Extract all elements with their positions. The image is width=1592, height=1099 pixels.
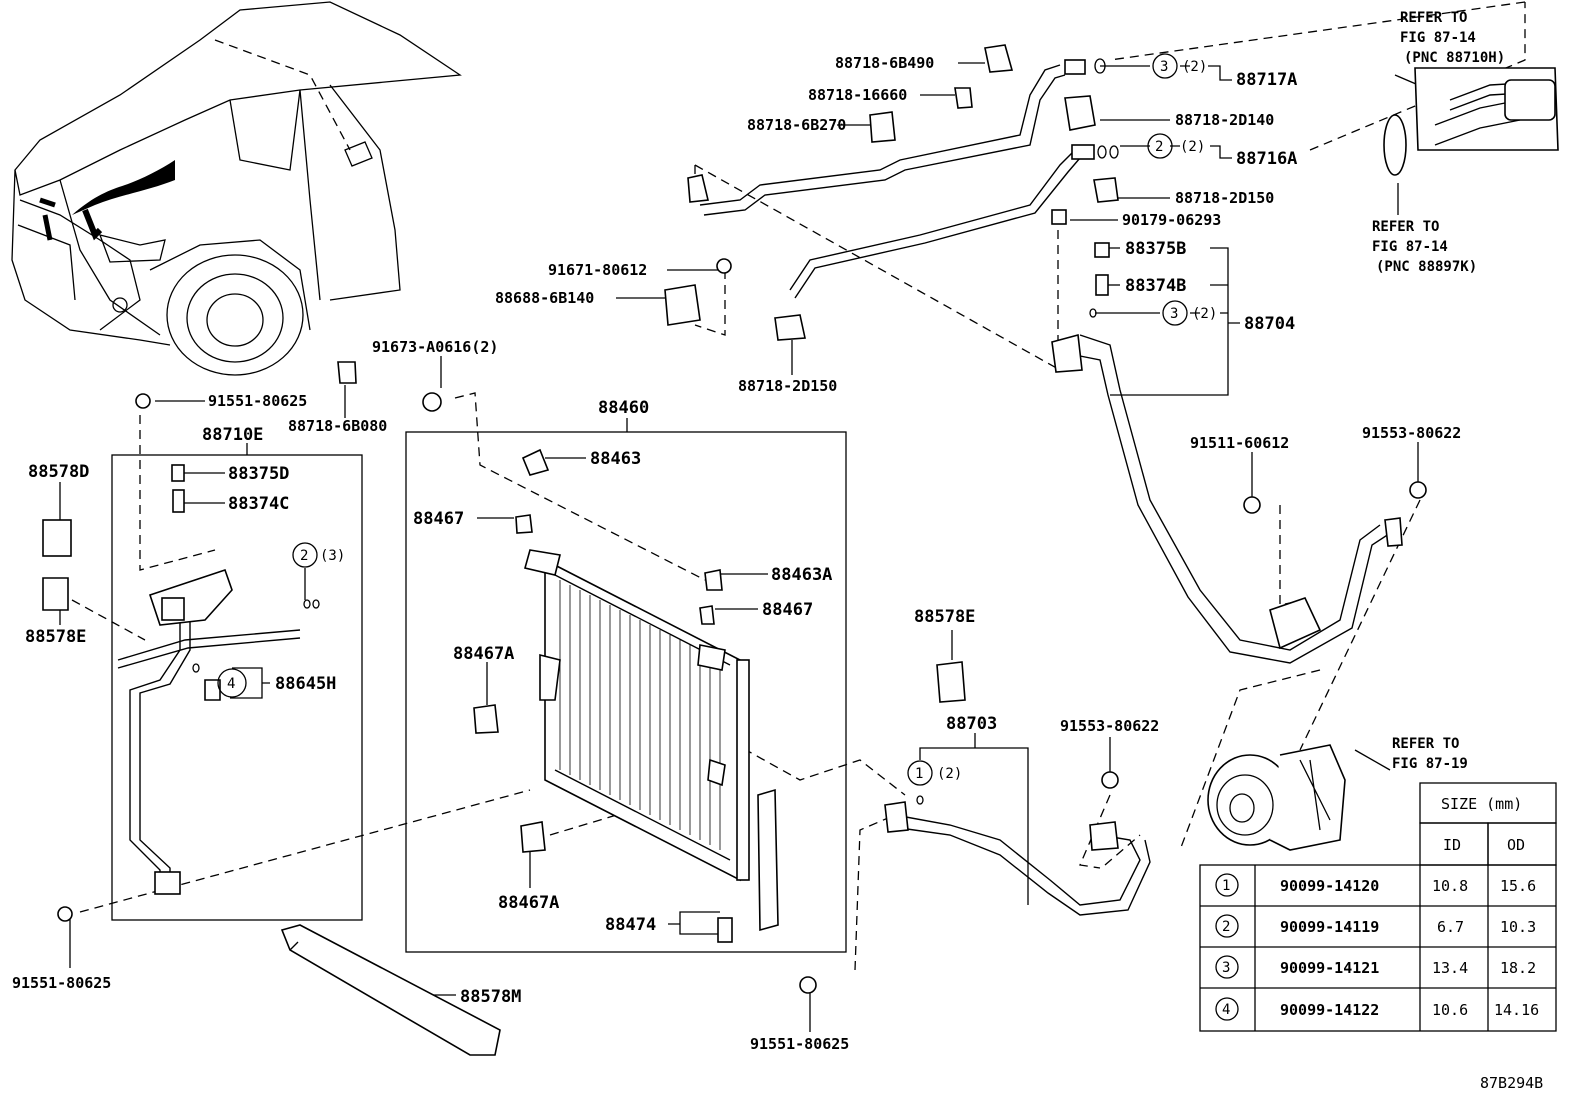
part-label: 88467: [762, 600, 813, 620]
part-label: 88375B: [1125, 239, 1186, 259]
diagram-code: 87B294B: [1480, 1074, 1543, 1092]
part-label: 88718-2D140: [1175, 111, 1274, 129]
part-label: 88718-6B490: [835, 54, 934, 72]
table-row-part-no: 90099-14121: [1280, 959, 1379, 977]
part-label: 91551-80625: [750, 1035, 849, 1053]
part-label: 88374C: [228, 494, 289, 514]
circle-ref-qty: (2): [937, 766, 962, 782]
table-row-ref: 3: [1222, 960, 1230, 976]
circle-ref-qty: (3): [320, 548, 345, 564]
table-row-od: 15.6: [1500, 877, 1536, 895]
part-label: 91553-80622: [1362, 424, 1461, 442]
part-label: 88474: [605, 915, 656, 935]
part-label: 88688-6B140: [495, 289, 594, 307]
table-row-od: 14.16: [1494, 1001, 1539, 1019]
part-label: 91673-A0616(2): [372, 338, 498, 356]
part-label: 88578D: [28, 462, 89, 482]
part-label: 88578E: [25, 627, 86, 647]
part-label: 88467A: [453, 644, 514, 664]
seal-and-compressor: [280, 744, 1346, 1056]
part-label: 88718-2D150: [738, 377, 837, 395]
condenser-assembly: [405, 392, 847, 953]
part-label: 88645H: [275, 674, 336, 694]
part-label: 88718-6B080: [288, 417, 387, 435]
part-label: 88463: [590, 449, 641, 469]
circle-ref-qty: (2): [1192, 306, 1217, 322]
table-size-header: SIZE (mm): [1441, 795, 1522, 813]
circle-ref-num: 1: [915, 766, 923, 782]
table-row-od: 18.2: [1500, 959, 1536, 977]
table-col-od: OD: [1507, 836, 1525, 854]
refer-note-line: (PNC 88897K): [1376, 259, 1477, 275]
part-label: 88718-6B270: [747, 116, 846, 134]
part-label: 88374B: [1125, 276, 1186, 296]
refer-note-line: REFER TO: [1392, 736, 1459, 752]
circle-ref-num: 2: [300, 548, 308, 564]
discharge-hose-lower: [799, 661, 1151, 994]
circle-ref-num: 4: [227, 676, 235, 692]
part-label: 91511-60612: [1190, 434, 1289, 452]
circle-ref-num: 3: [1160, 59, 1168, 75]
table-row-part-no: 90099-14120: [1280, 877, 1379, 895]
part-label: 88460: [598, 398, 649, 418]
circle-ref-qty: (2): [1180, 139, 1205, 155]
part-label: 88710E: [202, 425, 263, 445]
circle-ref-num: 2: [1155, 139, 1163, 155]
circle-ref-num: 3: [1170, 306, 1178, 322]
oring-reference-markers: 3 (2) 2 (2) 3 (2) 2 (3) 4 1 (2): [217, 53, 1217, 786]
table-row-ref: 2: [1222, 919, 1230, 935]
table-row-ref: 4: [1222, 1002, 1230, 1018]
table-row-id: 10.6: [1432, 1001, 1468, 1019]
table-row-id: 6.7: [1437, 918, 1464, 936]
part-label: 90179-06293: [1122, 211, 1221, 229]
table-row-id: 10.8: [1432, 877, 1468, 895]
refer-note-line: FIG 87-14: [1372, 239, 1448, 255]
discharge-hoses: [664, 44, 1559, 341]
part-label: 88704: [1244, 314, 1295, 334]
part-number-labels: 88718-6B490 88718-16660 88718-6B270 8871…: [12, 54, 1461, 1053]
suction-tube-assembly: [42, 361, 363, 922]
part-label: 88717A: [1236, 70, 1297, 90]
part-label: 88467A: [498, 893, 559, 913]
table-row-ref: 1: [1222, 878, 1230, 894]
refer-note-line: FIG 87-19: [1392, 756, 1468, 772]
part-label: 88463A: [771, 565, 832, 585]
table-row-id: 13.4: [1432, 959, 1468, 977]
refer-note-line: REFER TO: [1372, 219, 1439, 235]
part-label: 91671-80612: [548, 261, 647, 279]
table-row-part-no: 90099-14122: [1280, 1001, 1379, 1019]
refer-note-line: (PNC 88710H): [1404, 50, 1505, 66]
part-label: 88578E: [914, 607, 975, 627]
part-label: 88703: [946, 714, 997, 734]
refer-notes: REFER TO FIG 87-14 (PNC 88710H) REFER TO…: [1372, 10, 1505, 772]
part-label: 91553-80622: [1060, 717, 1159, 735]
suction-hose: [1051, 242, 1427, 664]
oring-size-table: SIZE (mm) ID OD 1 90099-14120 10.8 15.6 …: [1199, 782, 1557, 1032]
part-label: 88718-16660: [808, 86, 907, 104]
refer-note-line: REFER TO: [1400, 10, 1467, 26]
part-label: 88718-2D150: [1175, 189, 1274, 207]
table-col-id: ID: [1443, 836, 1461, 854]
part-label: 88716A: [1236, 149, 1297, 169]
part-label: 88375D: [228, 464, 289, 484]
table-row-od: 10.3: [1500, 918, 1536, 936]
part-label: 88467: [413, 509, 464, 529]
part-label: 91551-80625: [12, 974, 111, 992]
refer-note-line: FIG 87-14: [1400, 30, 1476, 46]
table-row-part-no: 90099-14119: [1280, 918, 1379, 936]
part-label: 88578M: [460, 987, 521, 1007]
vehicle-front-illustration: [11, 1, 462, 376]
part-label: 91551-80625: [208, 392, 307, 410]
circle-ref-qty: (2): [1182, 59, 1207, 75]
